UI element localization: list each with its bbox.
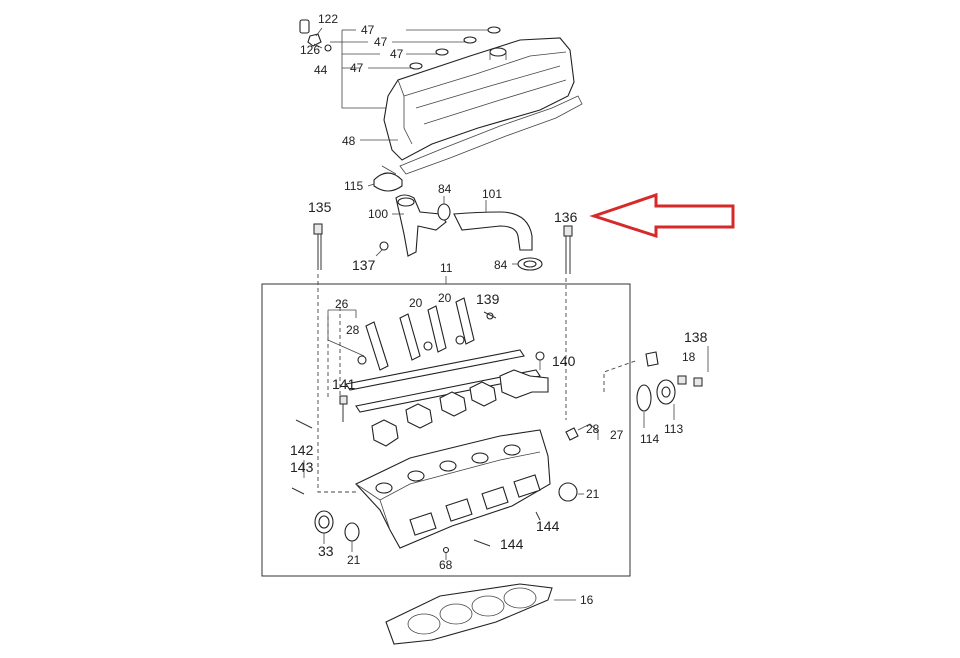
callout-18: 18 [682, 350, 696, 364]
hose-group [367, 165, 543, 271]
callout-135: 135 [308, 199, 332, 215]
callout-labels: 122 126 44 47 47 47 47 48 115 84 101 100… [300, 12, 696, 607]
callout-21: 21 [586, 487, 600, 501]
callout-141: 141 [332, 376, 356, 392]
callout-144: 144 [500, 536, 524, 552]
callout-136: 136 [554, 209, 578, 225]
callout-122: 122 [318, 12, 338, 26]
valve-guides [327, 297, 494, 371]
callout-137: 137 [352, 257, 376, 273]
highlight-arrow [589, 192, 735, 239]
callout-143: 143 [290, 459, 314, 475]
water-hose [453, 211, 533, 251]
callout-16: 16 [580, 593, 594, 607]
callout-113: 113 [664, 422, 683, 436]
callout-20: 20 [409, 296, 423, 310]
valve-cover-group [299, 19, 583, 175]
callout-28: 28 [346, 323, 360, 337]
cover-bolt-seal [409, 62, 423, 70]
callout-139: 139 [476, 291, 500, 307]
callout-126: 126 [300, 43, 320, 57]
callout-11: 11 [440, 261, 453, 275]
callout-48: 48 [342, 134, 356, 148]
camshaft-end-parts [636, 346, 709, 428]
callout-101: 101 [482, 187, 502, 201]
callout-28: 28 [586, 422, 600, 436]
callout-33: 33 [318, 543, 334, 559]
callout-47: 47 [390, 47, 404, 61]
seal-114 [636, 384, 652, 412]
callout-44: 44 [314, 63, 328, 77]
callout-20: 20 [438, 291, 452, 305]
plug-21 [558, 482, 578, 502]
callout-114: 114 [640, 432, 659, 446]
callout-47: 47 [350, 61, 364, 75]
breather-fitting [307, 33, 322, 47]
cylinder-head [291, 311, 599, 560]
valve-cover-gasket [399, 95, 583, 175]
callout-144: 144 [536, 518, 560, 534]
breather-plug [299, 19, 310, 34]
cover-bolt-seal [435, 48, 449, 56]
head-bolt-135 [313, 223, 323, 270]
callout-labels-large: 135 136 137 139 140 141 138 142 143 144 … [290, 199, 708, 559]
callout-27: 27 [610, 428, 624, 442]
head-bolt-136 [563, 225, 573, 274]
valve-cover [383, 37, 575, 161]
callout-115: 115 [344, 179, 363, 193]
callout-26: 26 [335, 297, 349, 311]
callout-138: 138 [684, 329, 708, 345]
callout-84: 84 [438, 182, 452, 196]
callout-68: 68 [439, 558, 453, 572]
callout-47: 47 [361, 23, 375, 37]
callout-140: 140 [552, 353, 576, 369]
water-outlet-pipe [395, 194, 447, 257]
callout-100: 100 [368, 207, 388, 221]
head-gasket [385, 583, 576, 645]
oil-filler-cap [373, 172, 403, 192]
cover-bolt-seal [463, 36, 477, 44]
callout-21: 21 [347, 553, 361, 567]
rocker-shaft-assembly [345, 349, 549, 447]
cover-bolt-seal [487, 26, 501, 34]
callout-84: 84 [494, 258, 508, 272]
callout-47: 47 [374, 35, 388, 49]
callout-142: 142 [290, 442, 314, 458]
